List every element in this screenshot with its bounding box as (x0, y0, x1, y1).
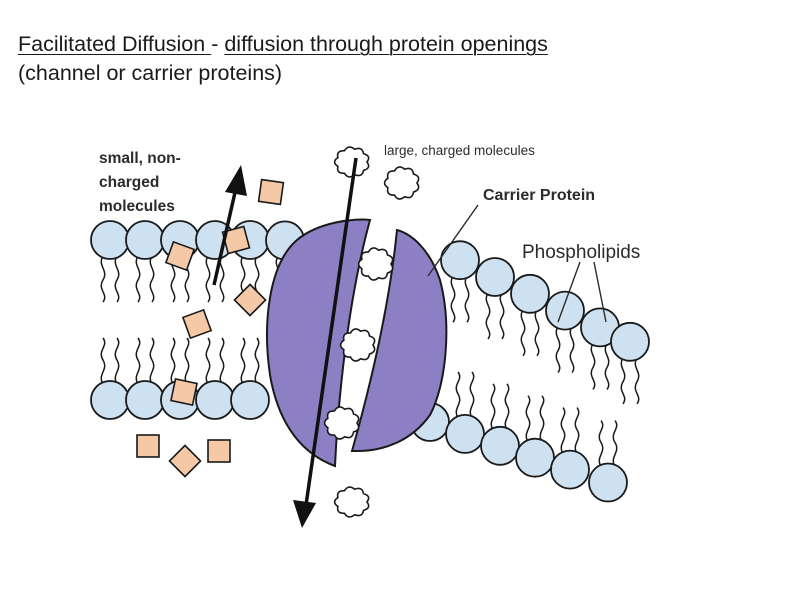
phospholipid-tail (114, 255, 120, 303)
phospholipid-tail (604, 343, 610, 390)
label-phospholipids: Phospholipids (522, 242, 640, 263)
large-charged-molecule (357, 247, 394, 281)
carrier-leader-line (427, 204, 479, 277)
phospholipid-tail (534, 309, 540, 357)
phospholipid-tail (205, 255, 211, 303)
diagram-labels: small, non- charged molecules large, cha… (99, 143, 640, 263)
small-molecule (233, 283, 267, 317)
phospholipid-tail (254, 337, 260, 385)
phospholipid-tail (455, 371, 461, 419)
label-large-charged-molecules: large, charged molecules (384, 143, 535, 158)
label-small-molecules-line-2: charged (99, 174, 159, 191)
heading-line-1: Facilitated Diffusion - diffusion throug… (18, 30, 788, 59)
phospholipid-head (480, 425, 520, 466)
phospholipid-tail (612, 420, 618, 467)
phospholipid-tail (450, 275, 456, 323)
phospholipid-tail (620, 357, 626, 405)
phospholipid-tail (135, 337, 141, 385)
small-molecule (181, 308, 213, 340)
phospholipid-tail (574, 407, 580, 454)
leader-lines (427, 204, 607, 323)
phospholipid-head (440, 240, 480, 281)
phospholipid-tail (100, 255, 106, 303)
small-molecule (257, 178, 285, 206)
phospholipid-head (515, 437, 555, 478)
phospholipid-tail (464, 275, 470, 323)
phospholipid-tail (598, 420, 604, 467)
carrier-protein-left-half (266, 218, 372, 468)
phospholipid-tail (560, 407, 566, 454)
phospholipid-tail (520, 309, 526, 357)
phospholipid-head (545, 290, 585, 331)
large-charged-molecule (333, 146, 370, 178)
phospholipid-tail (149, 255, 155, 303)
phospholipid-tail (504, 383, 510, 431)
phospho-leader-line-1 (557, 261, 581, 323)
small-molecule (221, 225, 251, 255)
phospholipid-tail (170, 337, 176, 385)
phospholipid-tail (114, 337, 120, 385)
phospholipid-tail (485, 292, 491, 340)
phospholipid-tail (184, 337, 190, 385)
label-small-molecules-line-3: molecules (99, 198, 175, 215)
label-small-molecules-line-1: small, non- (99, 150, 181, 167)
phospholipid-tail (539, 395, 545, 443)
phospholipid-head (125, 380, 165, 420)
phospho-leader-line-2 (593, 261, 607, 323)
small-molecule (164, 240, 196, 272)
phospholipid-head (445, 413, 485, 454)
slide-heading: Facilitated Diffusion - diffusion throug… (18, 30, 788, 88)
large-molecule-path-line (304, 157, 358, 506)
phospholipid-tail (590, 343, 596, 390)
phospholipid-head (588, 462, 628, 503)
phospholipid-tail (525, 395, 531, 443)
heading-dash: - (211, 32, 225, 56)
carrier-protein-right-half (350, 228, 448, 453)
large-charged-molecule (383, 166, 420, 200)
phospholipid-head (610, 321, 650, 362)
heading-term: Facilitated Diffusion (18, 32, 212, 56)
small-molecules (136, 178, 285, 478)
small-molecule (168, 444, 202, 478)
phospholipid-tail (499, 292, 505, 340)
up-arrow-icon (225, 165, 247, 196)
small-molecule (207, 439, 231, 463)
phospholipid-tail (205, 337, 211, 385)
phospholipid-tail (490, 383, 496, 431)
phospholipid-tail (135, 255, 141, 303)
arrows (212, 157, 358, 528)
phospholipid-tail (469, 371, 475, 419)
phospholipid-tail (240, 337, 246, 385)
phospholipid-head (90, 220, 130, 260)
heading-subline: (channel or carrier proteins) (18, 61, 283, 85)
phospholipid-tail (555, 326, 561, 374)
heading-definition: diffusion through protein openings (224, 32, 548, 56)
phospholipid-head (550, 449, 590, 490)
small-molecule-path-line (212, 187, 238, 286)
phospholipid-head (195, 380, 235, 420)
small-molecule (170, 378, 198, 406)
large-charged-molecule (333, 486, 370, 518)
large-charged-molecule (339, 328, 376, 362)
down-arrow-icon (293, 500, 316, 528)
small-molecule (136, 434, 160, 458)
phospholipid-heads (90, 220, 650, 503)
phospholipid-head (510, 273, 550, 314)
phospholipid-head (230, 380, 270, 420)
phospholipid-tails (100, 255, 640, 467)
phospholipid-head (475, 257, 515, 297)
phospholipid-tail (149, 337, 155, 385)
large-charged-molecule (323, 406, 360, 440)
phospholipid-head (90, 380, 130, 420)
phospholipid-tail (219, 337, 225, 385)
phospholipid-tail (634, 357, 640, 405)
phospholipid-tail (569, 326, 575, 374)
phospholipid-head (125, 220, 165, 260)
phospholipid-tail (100, 337, 106, 385)
carrier-protein (266, 218, 448, 468)
label-carrier-protein: Carrier Protein (483, 187, 595, 204)
large-charged-molecules (323, 146, 420, 518)
